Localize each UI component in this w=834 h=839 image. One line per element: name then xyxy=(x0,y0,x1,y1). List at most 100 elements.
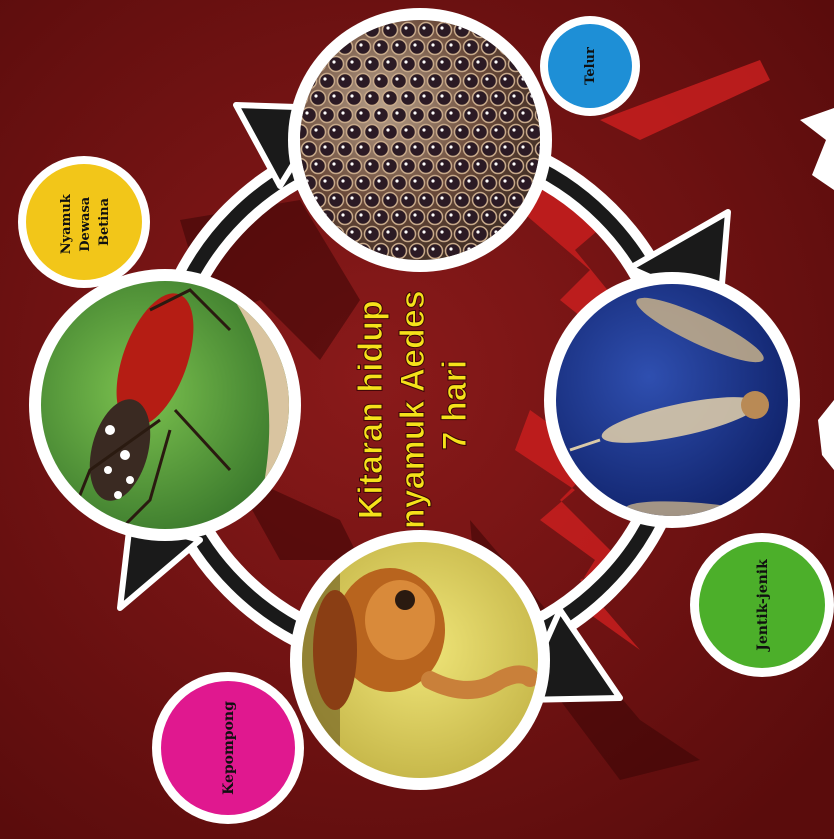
egg xyxy=(374,40,389,55)
egg xyxy=(392,74,407,89)
egg xyxy=(401,23,416,38)
egg-highlight xyxy=(476,196,479,199)
egg xyxy=(473,125,488,140)
stage-kepompong xyxy=(290,530,550,790)
egg-highlight xyxy=(323,111,326,114)
egg xyxy=(365,91,380,106)
egg-highlight xyxy=(422,128,425,131)
egg-highlight xyxy=(422,94,425,97)
egg-highlight xyxy=(431,111,434,114)
egg-highlight xyxy=(485,179,488,182)
egg xyxy=(419,57,434,72)
egg xyxy=(473,193,488,208)
egg-highlight xyxy=(395,145,398,148)
egg-highlight xyxy=(395,111,398,114)
egg xyxy=(347,159,362,174)
egg xyxy=(392,108,407,123)
egg-highlight xyxy=(386,60,389,63)
egg-highlight xyxy=(440,196,443,199)
egg-highlight xyxy=(377,179,380,182)
egg-highlight xyxy=(368,60,371,63)
egg-highlight xyxy=(431,77,434,80)
egg-highlight xyxy=(377,145,380,148)
egg xyxy=(392,244,407,259)
egg xyxy=(437,57,452,72)
egg-highlight xyxy=(332,60,335,63)
egg-highlight xyxy=(458,60,461,63)
egg xyxy=(491,125,506,140)
egg-highlight xyxy=(413,247,416,250)
egg-highlight xyxy=(449,77,452,80)
egg xyxy=(518,142,533,157)
egg-highlight xyxy=(485,213,488,216)
egg-highlight xyxy=(422,60,425,63)
egg-highlight xyxy=(404,196,407,199)
egg xyxy=(428,142,443,157)
egg xyxy=(500,142,515,157)
egg xyxy=(410,244,425,259)
egg-highlight xyxy=(440,94,443,97)
egg-highlight xyxy=(494,162,497,165)
egg-highlight xyxy=(449,43,452,46)
egg-highlight xyxy=(494,60,497,63)
egg-highlight xyxy=(449,145,452,148)
egg xyxy=(410,74,425,89)
egg xyxy=(410,40,425,55)
egg-highlight xyxy=(440,60,443,63)
egg-highlight xyxy=(395,247,398,250)
egg xyxy=(437,227,452,242)
egg-highlight xyxy=(503,145,506,148)
egg-highlight xyxy=(476,162,479,165)
stage-telur xyxy=(288,8,552,272)
egg xyxy=(347,57,362,72)
egg xyxy=(356,176,371,191)
egg xyxy=(464,108,479,123)
egg xyxy=(473,159,488,174)
egg-highlight xyxy=(476,94,479,97)
egg-highlight xyxy=(413,111,416,114)
egg xyxy=(482,176,497,191)
egg-highlight xyxy=(449,111,452,114)
egg xyxy=(464,40,479,55)
egg-highlight xyxy=(314,162,317,165)
egg xyxy=(329,159,344,174)
egg-highlight xyxy=(404,94,407,97)
egg xyxy=(401,57,416,72)
egg-highlight xyxy=(485,43,488,46)
egg-highlight xyxy=(422,26,425,29)
egg xyxy=(392,40,407,55)
egg xyxy=(347,193,362,208)
egg xyxy=(419,91,434,106)
egg-highlight xyxy=(413,213,416,216)
egg xyxy=(320,108,335,123)
egg xyxy=(401,227,416,242)
egg-highlight xyxy=(530,162,533,165)
egg xyxy=(437,23,452,38)
egg-highlight xyxy=(314,94,317,97)
egg xyxy=(491,159,506,174)
egg xyxy=(383,193,398,208)
egg xyxy=(491,57,506,72)
egg xyxy=(482,142,497,157)
egg xyxy=(365,193,380,208)
egg-highlight xyxy=(467,213,470,216)
egg xyxy=(383,159,398,174)
egg xyxy=(311,125,326,140)
egg xyxy=(338,74,353,89)
egg-highlight xyxy=(485,145,488,148)
egg-highlight xyxy=(440,26,443,29)
egg xyxy=(374,74,389,89)
egg-highlight xyxy=(512,128,515,131)
title-line-1: Kitaran hidup xyxy=(352,300,390,519)
egg xyxy=(500,74,515,89)
egg xyxy=(320,74,335,89)
egg-highlight xyxy=(341,77,344,80)
egg-highlight xyxy=(503,111,506,114)
egg-highlight xyxy=(458,196,461,199)
egg-highlight xyxy=(458,94,461,97)
egg-highlight xyxy=(404,60,407,63)
egg-highlight xyxy=(359,77,362,80)
egg xyxy=(428,210,443,225)
egg-highlight xyxy=(386,162,389,165)
egg-highlight xyxy=(494,196,497,199)
